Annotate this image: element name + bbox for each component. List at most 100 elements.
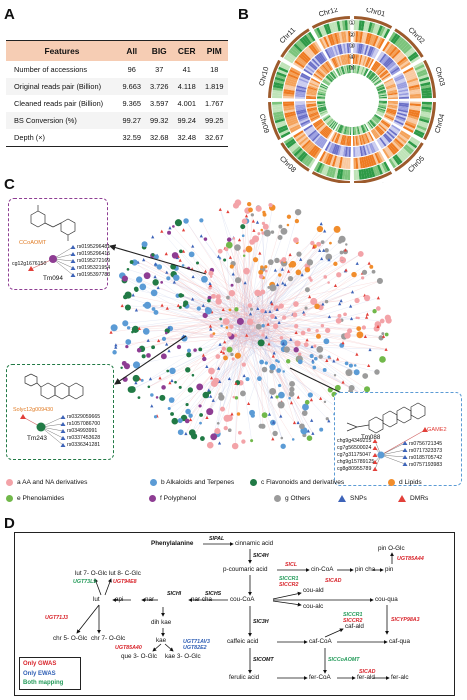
- heatmap-segment: [283, 88, 295, 93]
- network-triangle-node: [305, 338, 309, 342]
- heatmap-segment: [394, 138, 404, 148]
- snp-label: rs0195296481: [77, 244, 111, 250]
- heatmap-segment: [359, 146, 363, 157]
- heatmap-segment: [297, 81, 308, 87]
- heatmap-segment: [347, 65, 350, 74]
- heatmap-segment: [309, 80, 320, 87]
- heatmap-segment: [362, 145, 367, 156]
- heatmap-segment: [327, 74, 334, 81]
- network-metabolite-node: [361, 325, 367, 330]
- heatmap-segment: [343, 54, 347, 65]
- heatmap-segment: [319, 138, 327, 148]
- heatmap-segment: [272, 95, 283, 99]
- network-metabolite-node: [242, 254, 246, 258]
- heatmap-segment: [369, 73, 376, 81]
- network-triangle-node: [165, 342, 169, 346]
- heatmap-segment: [383, 28, 391, 39]
- network-edge: [252, 313, 352, 319]
- heatmap-segment: [407, 115, 419, 121]
- network-triangle-node: [294, 330, 298, 334]
- heatmap-segment: [306, 100, 317, 103]
- network-metabolite-node: [273, 305, 280, 312]
- heatmap-segment: [367, 155, 373, 167]
- network-triangle-node: [165, 306, 169, 310]
- heatmap-segment: [357, 126, 360, 135]
- heatmap-segment: [324, 76, 332, 83]
- network-edge: [233, 342, 294, 440]
- heatmap-segment: [326, 166, 332, 177]
- network-triangle-node: [244, 214, 249, 218]
- heatmap-segment: [402, 125, 414, 133]
- network-triangle-node: [209, 394, 213, 398]
- network-metabolite-node: [202, 356, 207, 362]
- network-triangle-node: [167, 349, 171, 353]
- enzyme-label: UGT73L9: [73, 579, 97, 585]
- network-triangle-node: [338, 302, 342, 306]
- heatmap-segment: [317, 101, 326, 104]
- heatmap-segment: [370, 166, 376, 178]
- network-triangle-node: [131, 293, 135, 297]
- network-metabolite-node: [176, 344, 182, 350]
- gene-label: CCoAOMT: [19, 240, 47, 246]
- network-metabolite-node: [339, 250, 344, 255]
- network-triangle-node: [258, 251, 262, 255]
- network-metabolite-node: [228, 289, 236, 297]
- network-triangle-node: [256, 306, 260, 311]
- network-metabolite-node: [151, 307, 156, 311]
- network-edge: [168, 232, 267, 330]
- network-metabolite-node: [345, 369, 353, 377]
- network-triangle-node: [134, 381, 138, 385]
- heatmap-segment: [317, 53, 325, 63]
- network-edge: [251, 241, 323, 333]
- heatmap-segment: [349, 135, 352, 146]
- heatmap-segment: [374, 79, 382, 86]
- network-metabolite-node: [252, 235, 260, 243]
- network-triangle-node: [228, 255, 232, 259]
- heatmap-segment: [352, 135, 355, 146]
- heatmap-segment: [379, 26, 386, 37]
- heatmap-segment: [326, 142, 333, 152]
- heatmap-segment: [317, 92, 326, 95]
- heatmap-segment: [331, 58, 337, 68]
- heatmap-segment: [319, 86, 328, 91]
- network-metabolite-node: [185, 367, 191, 373]
- enzyme-label: UGT71J3: [45, 615, 68, 621]
- network-metabolite-node: [156, 264, 163, 270]
- network-metabolite-node: [357, 316, 360, 320]
- network-metabolite-node: [196, 261, 200, 265]
- network-metabolite-node: [344, 361, 349, 366]
- network-edge: [184, 313, 236, 339]
- heatmap-segment: [326, 23, 332, 34]
- network-metabolite-node: [259, 359, 265, 365]
- heatmap-segment: [399, 131, 410, 140]
- heatmap-segment: [274, 79, 285, 85]
- heatmap-segment: [388, 158, 397, 169]
- heatmap-segment: [356, 43, 360, 54]
- heatmap-segment: [417, 71, 428, 78]
- network-edge: [260, 344, 264, 427]
- network-edge: [235, 343, 276, 434]
- network-metabolite-node: [246, 318, 254, 326]
- network-metabolite-node: [208, 367, 215, 375]
- heatmap-segment: [360, 125, 365, 134]
- heatmap-segment: [371, 76, 379, 83]
- network-metabolite-node: [282, 370, 285, 373]
- network-metabolite-node: [283, 346, 290, 353]
- network-metabolite-node: [351, 271, 357, 278]
- heatmap-segment: [307, 109, 318, 114]
- heatmap-segment: [313, 119, 323, 127]
- heatmap-segment: [376, 84, 384, 89]
- node-lut-8: lut 8- C-Glc: [109, 570, 141, 577]
- network-triangle-node: [170, 378, 174, 383]
- chromosome-band: [311, 171, 350, 183]
- heatmap-segment: [274, 118, 286, 124]
- network-metabolite-node: [279, 335, 284, 340]
- chromosome-label: Chr07: [318, 181, 339, 183]
- network-metabolite-node: [354, 297, 360, 304]
- network-metabolite-node: [288, 396, 291, 400]
- heatmap-segment: [316, 27, 323, 38]
- network-triangle-node: [308, 294, 312, 299]
- heatmap-segment: [283, 91, 295, 95]
- enzyme-label: SIC3H: [253, 619, 269, 625]
- enzyme-label: UGT94E8: [113, 579, 137, 585]
